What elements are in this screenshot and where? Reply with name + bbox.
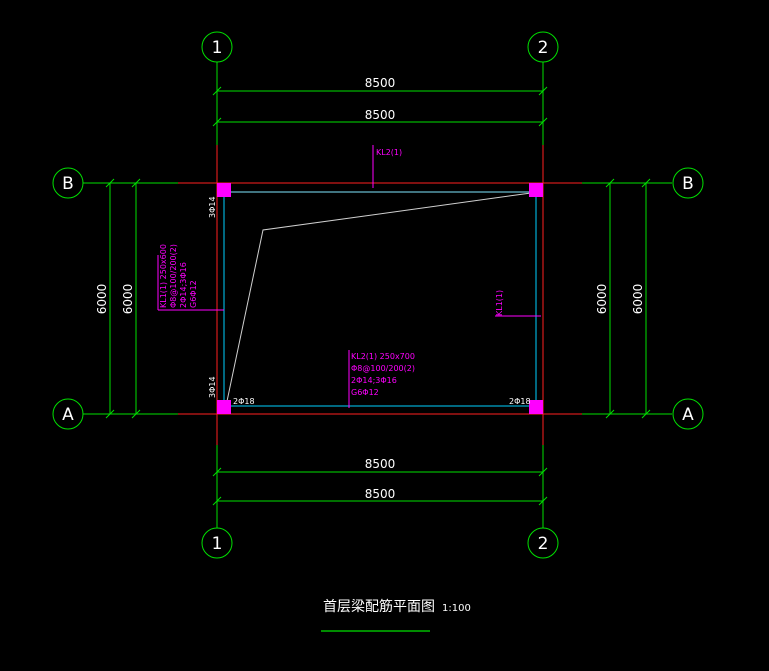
- slab-breakline: [225, 192, 532, 407]
- axis-extensions: [83, 62, 672, 528]
- dim-top-outer: 8500: [365, 76, 396, 90]
- bottom-beam-line-1: KL2(1) 250x700: [351, 352, 415, 361]
- column-b2: [529, 183, 543, 197]
- dim-right-inner: 6000: [595, 284, 609, 315]
- axis-label-b-right: B: [682, 174, 694, 194]
- left-beam-line-3: 2Φ14;3Φ16: [179, 262, 188, 308]
- axis-label-2-top: 2: [538, 38, 549, 58]
- axis-bubble-b-right: [672, 167, 704, 199]
- axis-bubble-1-top: [201, 31, 233, 63]
- beam-outlines: [220, 191, 540, 407]
- rebar-bottom-right: 2Φ18: [509, 397, 531, 406]
- dim-right-outer: 6000: [631, 284, 645, 315]
- left-beam-line-1: KL1(1) 250x600: [159, 244, 168, 308]
- left-beam-line-4: G6Φ12: [189, 280, 198, 308]
- axis-label-2-bottom: 2: [538, 534, 549, 554]
- dimension-lines: [105, 86, 651, 506]
- axis-bubble-2-top: [527, 31, 559, 63]
- axis-label-1-bottom: 1: [212, 534, 223, 554]
- drawing-title: 首层梁配筋平面图: [323, 598, 435, 615]
- axis-bubble-2-bottom: [527, 527, 559, 559]
- axis-bubble-a-left: [52, 398, 84, 430]
- columns: [217, 183, 543, 414]
- rebar-bottom-left-horizontal: 2Φ18: [233, 397, 255, 406]
- axis-bubble-b-left: [52, 167, 84, 199]
- axis-label-1-top: 1: [212, 38, 223, 58]
- dim-top-inner: 8500: [365, 108, 396, 122]
- axis-bubble-1-bottom: [201, 527, 233, 559]
- leader-lines: [157, 145, 541, 408]
- left-beam-line-2: Φ8@100/200(2): [169, 244, 178, 308]
- bottom-beam-line-2: Φ8@100/200(2): [351, 364, 415, 373]
- axis-label-a-right: A: [682, 405, 694, 425]
- column-b1: [217, 183, 231, 197]
- right-beam-tag: KL1(1): [495, 290, 504, 316]
- axis-bubble-a-right: [672, 398, 704, 430]
- rebar-top-left: 3Φ14: [208, 196, 217, 218]
- drawing-scale: 1:100: [442, 603, 471, 614]
- dim-bottom-outer: 8500: [365, 487, 396, 501]
- top-beam-tag: KL2(1): [376, 148, 402, 157]
- bottom-beam-line-3: 2Φ14;3Φ16: [351, 376, 397, 385]
- rebar-bottom-left-vertical: 3Φ14: [208, 376, 217, 398]
- column-a2: [529, 400, 543, 414]
- axis-label-a-left: A: [62, 405, 74, 425]
- dim-bottom-inner: 8500: [365, 457, 396, 471]
- dim-left-outer: 6000: [95, 284, 109, 315]
- dim-left-inner: 6000: [121, 284, 135, 315]
- axis-label-b-left: B: [62, 174, 74, 194]
- bottom-beam-line-4: G6Φ12: [351, 388, 379, 397]
- axis-bubbles: [52, 31, 704, 559]
- column-a1: [217, 400, 231, 414]
